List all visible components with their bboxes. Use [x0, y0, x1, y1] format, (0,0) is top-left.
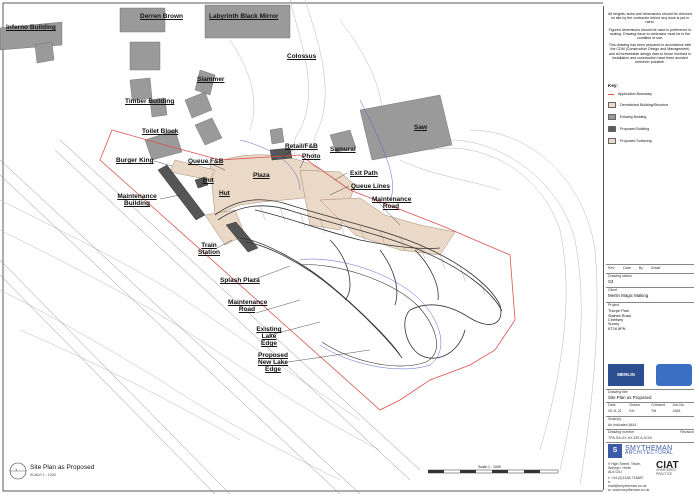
label-samurai: Samurai [330, 146, 356, 153]
sheet-border [2, 2, 603, 492]
revision-header: Rev. Date By Detail [608, 266, 694, 270]
proposed-swatch [608, 126, 616, 133]
demolished-swatch [608, 102, 616, 109]
contour-lines [0, 0, 598, 486]
smytheman-logo-icon: S [608, 444, 622, 458]
key-item: Existing Building [608, 114, 692, 121]
drawing-number-field: Drawing number Revision TPA-SA-XX-XX-DR-… [608, 430, 694, 441]
existing-swatch [608, 114, 616, 121]
existing-buildings [0, 4, 453, 161]
label-inferno-building: Inferno Building [6, 24, 56, 31]
train-station-block [225, 221, 259, 253]
scale-bar-graphic [428, 469, 559, 474]
label-saw: Saw [414, 124, 428, 131]
proposed-buildings [157, 147, 293, 253]
rev-col: Rev. [608, 266, 616, 270]
label-queue-lines: Queue Lines [351, 183, 391, 190]
note-3: This drawing has been prepared in accord… [608, 43, 692, 65]
rev-col: By [638, 266, 643, 270]
label-exit-path: Exit Path [350, 170, 378, 177]
toilet-block [144, 129, 183, 161]
label-train-station: Train Station [197, 242, 221, 256]
label-hut-1: Hut [203, 177, 214, 184]
key-label: Proposed Building [620, 127, 650, 132]
key-label: Demolished Building/Structure [620, 103, 669, 108]
rev-col: Detail [650, 266, 661, 270]
key-item: Demolished Building/Structure [608, 102, 692, 109]
label-photo: Photo [302, 153, 321, 160]
label-labyrinth: Labyrinth Black Mirror [209, 13, 279, 20]
lake-edges [239, 99, 442, 370]
boundary-swatch [608, 93, 614, 96]
address: 9 High Street, Tewin, Welwyn, Herts AL6 … [608, 462, 650, 492]
label-maintenance-building: Maintenance Building [117, 193, 157, 207]
timber-building [149, 97, 168, 118]
key-item: Proposed Building [608, 126, 692, 133]
label-colossus: Colossus [287, 53, 317, 60]
label-existing-lake-edge: Existing Lake Edge [256, 326, 282, 347]
application-boundary [99, 129, 516, 411]
key-label: Existing Building [620, 115, 647, 120]
client: Client Merlin Magic Making [608, 288, 649, 299]
samurai-building [329, 129, 357, 153]
key-title: Key: [608, 83, 618, 88]
note-1: All heights, sizes and dimensions should… [608, 12, 692, 25]
key-item: Application Boundary [608, 92, 692, 96]
title-block: All heights, sizes and dimensions should… [603, 6, 696, 492]
coaster-track [214, 199, 503, 359]
slammer-building [184, 91, 213, 119]
railway-tracks [0, 139, 421, 494]
note-2: Figured dimensions should be used in pre… [608, 27, 692, 41]
label-hut-2: Hut [219, 190, 230, 197]
label-retail: Retail/F&B [285, 143, 318, 150]
label-timber-building: Timber Building [125, 98, 175, 105]
label-splash-plaza: Splash Plaza [220, 277, 260, 284]
drawing-title: Drawing title Site Plan as Proposed [608, 390, 652, 401]
label-toilet-block: Toilet Block [142, 128, 179, 135]
drawing-info-grid: Date Drawn Checked Job No. 05.11.21 KH T… [608, 403, 685, 414]
key-label: Application Boundary [618, 92, 652, 97]
label-plaza: Plaza [253, 172, 270, 179]
key-item: Proposed Surfacing [608, 138, 692, 145]
label-maintenance-road-1: Maintenance Road [372, 196, 412, 210]
saw-building [359, 94, 453, 161]
drawing-title-bottom: Site Plan as Proposed [30, 464, 95, 471]
label-slammer: Slammer [197, 76, 225, 83]
label-maintenance-road-2: Maintenance Road [228, 299, 268, 313]
proposed-lake-edge [299, 264, 437, 367]
merlin-logo: MERLIN [608, 364, 644, 386]
drawing-status: Drawing status S3 [608, 274, 632, 285]
key-label: Proposed Surfacing [620, 139, 652, 144]
surfacing-swatch [608, 138, 616, 145]
ciat-logo: CIAT CHARTERED PRACTICE [656, 460, 679, 477]
labyrinth-building [204, 4, 291, 39]
proposed-surfacing [169, 154, 456, 256]
firm-block: S SMYTHEMAN ARCHITECTURAL [608, 444, 694, 458]
firm-sub: ARCHITECTURAL [625, 450, 674, 456]
leader-lines [153, 149, 401, 363]
scale-field: Scale(s) As indicated @A1 [608, 417, 637, 428]
site-plan-map [0, 0, 603, 494]
thorpe-park-logo [656, 364, 692, 386]
firm-name: SMYTHEMAN [625, 444, 673, 452]
rev-col: Date [623, 266, 631, 270]
track-supports [259, 204, 486, 296]
notes: All heights, sizes and dimensions should… [608, 12, 692, 67]
label-derren-brown: Derren Brown [140, 13, 183, 20]
label-burger-king: Burger King [116, 157, 154, 164]
project: Project Thorpe Park Staines Road Chertse… [608, 303, 631, 331]
maintenance-building-block [157, 164, 206, 221]
key-legend: Key: Application Boundary Demolished Bui… [608, 83, 692, 150]
scale-bar-label: Scale 1 : 1000 [478, 465, 501, 469]
scale-bar: Scale 1 : 1000 [428, 465, 568, 477]
queue-lines-area [319, 197, 456, 256]
hut-block [194, 176, 209, 189]
drawing-scale-bottom: SCALE 1 : 1000 [30, 473, 56, 477]
drawing-number: 1 [15, 467, 18, 472]
label-queue-fb: Queue F&B [188, 158, 224, 165]
derren-brown-building [119, 7, 166, 33]
label-proposed-lake-edge: Proposed New Lake Edge [258, 352, 288, 373]
